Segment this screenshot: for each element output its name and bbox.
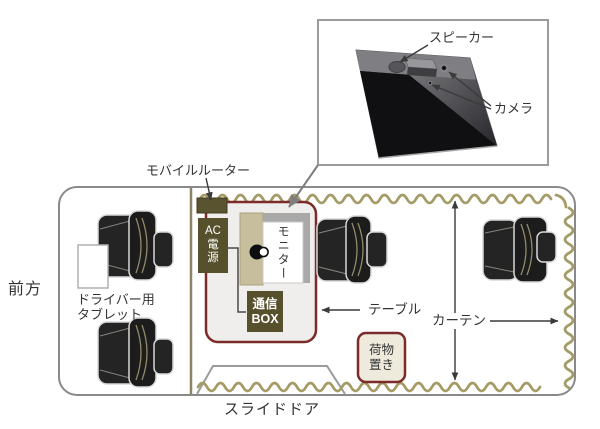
inset-to-monitor-arrow — [288, 164, 319, 208]
speaker-icon — [388, 61, 406, 73]
seat — [97, 210, 174, 281]
monitor-screen — [262, 221, 304, 284]
curtain-waves — [196, 193, 575, 393]
mobile-router-arrow — [205, 177, 213, 201]
monitor-device-render — [355, 49, 498, 159]
slide-door-outline — [196, 365, 346, 395]
camera-module-front — [407, 67, 437, 77]
speaker-label: スピーカー — [429, 30, 495, 45]
camera-arrow-1 — [448, 71, 492, 107]
comm-box — [247, 291, 283, 332]
luggage-area-box — [356, 331, 407, 384]
table-label: テーブル — [368, 302, 422, 317]
seat — [316, 215, 388, 284]
power-cable-line — [228, 247, 246, 313]
luggage-area-label: 荷物 置き — [368, 342, 394, 372]
curtain-wave-corner — [554, 193, 568, 209]
mobile-router-box — [196, 197, 228, 214]
curtain-wave-bottom — [196, 381, 542, 393]
table — [204, 200, 318, 344]
front-camera-dot-icon — [427, 80, 433, 86]
webcam-lens-icon — [258, 246, 269, 258]
monitor-label: モニター — [276, 224, 291, 281]
curtain-label: カーテン — [430, 313, 488, 329]
slide-door-label: スライドドア — [224, 401, 321, 418]
driver-tablet-label: ドライバー用 タブレット — [77, 292, 155, 323]
camera-label: カメラ — [494, 101, 534, 116]
speaker-arrow — [399, 44, 429, 63]
curtain-wave-top — [198, 193, 553, 205]
curtain-wave-right — [563, 206, 575, 390]
driver-tablet — [77, 244, 109, 289]
device-inset-panel — [288, 19, 549, 208]
ac-power-label: AC 電 源 — [205, 224, 221, 265]
ac-power-box — [198, 218, 228, 273]
camera-arrow-2 — [431, 84, 492, 110]
mobile-router-label: モバイルルーター — [146, 163, 251, 178]
seat — [482, 216, 557, 283]
front-direction-label: 前方 — [8, 281, 43, 298]
comm-box-label: 通信 BOX — [251, 296, 279, 326]
